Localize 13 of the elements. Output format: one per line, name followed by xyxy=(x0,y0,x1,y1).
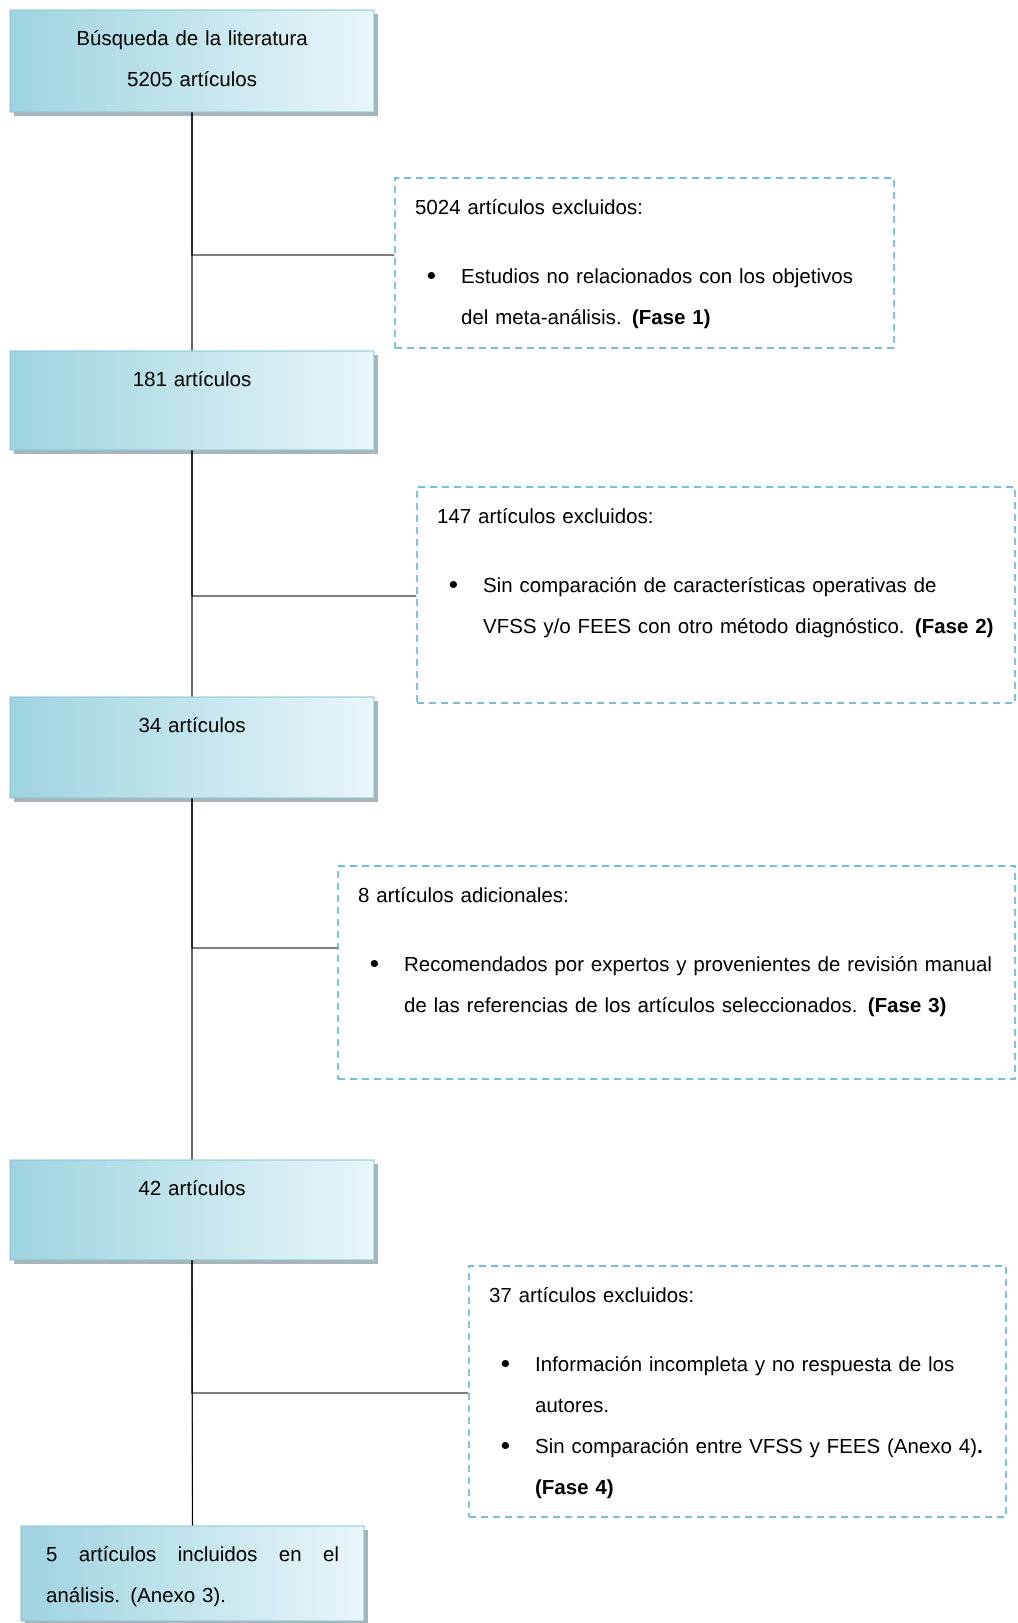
step-box: 5 artículos incluidos en el análisis. (Anexo 3). xyxy=(20,1525,368,1623)
step-box: 181 artículos xyxy=(9,350,378,454)
exclusion-box: 8 artículos adicionales: Recomendados por expertos y provenientes de revisión manual de las referencias de los artículos seleccionados. (Fase 3) xyxy=(337,865,1016,1080)
connector-line xyxy=(191,111,395,256)
exclusion-box: 147 artículos excluidos: Sin comparación de características operativas de VFSS y/o FEES con otro método diagnóstico. (Fase 2) xyxy=(416,486,1016,704)
connector-line xyxy=(191,1259,469,1394)
connector-line xyxy=(191,449,417,597)
step-box: 42 artículos xyxy=(9,1159,378,1264)
exclusion-box: 5024 artículos excluidos: Estudios no relacionados con los objetivos del meta-análisis. (Fase 1) xyxy=(394,177,895,349)
step-box: 34 artículos xyxy=(9,696,378,802)
connector-line xyxy=(191,797,338,949)
exclusion-box: 37 artículos excluidos: Información incompleta y no respuesta de los autores. Sin comparación entre VFSS y FEES (Anexo 4). (Fase 4) xyxy=(468,1265,1007,1518)
step-box: Búsqueda de la literatura 5205 artículos xyxy=(9,9,378,116)
